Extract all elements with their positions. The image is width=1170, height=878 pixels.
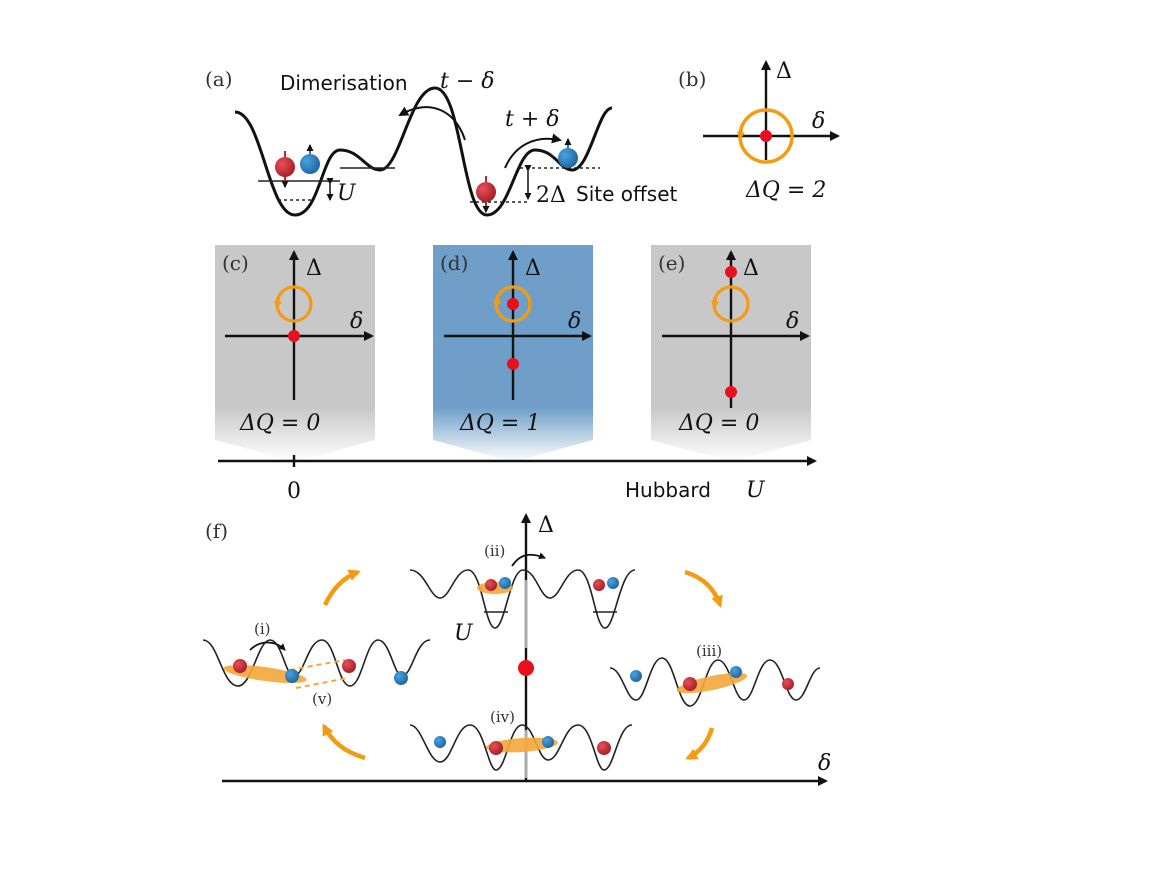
axis-horizontal-c: δ [350, 309, 363, 334]
potential-i [202, 639, 431, 687]
particle-spin-up [300, 144, 320, 174]
U-label-f: U [454, 621, 474, 646]
axis-horizontal-f: δ [818, 751, 831, 776]
pump-loop-arrow-c [274, 296, 283, 309]
particle-spin-up [730, 666, 742, 678]
degeneracy-point-f [518, 660, 534, 676]
particle-spin-up [558, 138, 578, 168]
dimerisation-label: Dimerisation [280, 71, 408, 95]
lattice-i: (i) (v) [202, 620, 431, 708]
particle-spin-down [485, 579, 497, 591]
panel-label-d: (d) [440, 251, 468, 275]
particle-spin-down [782, 678, 794, 690]
particle-spin-down [233, 659, 247, 673]
panel-label-c: (c) [222, 251, 249, 275]
step-iii-label: (iii) [696, 642, 722, 660]
hubbard-axis: 0 Hubbard U [218, 455, 817, 504]
degeneracy-point-d-upper [507, 298, 519, 310]
bond-iv [486, 737, 558, 753]
step-v-label: (v) [312, 690, 332, 708]
pump-loop-arrow-d [493, 296, 502, 309]
charge-e: ΔQ = 0 [678, 411, 759, 436]
U-label: U [337, 181, 357, 206]
degeneracy-point-e-upper [725, 266, 737, 278]
panel-d: (d) Δ δ ΔQ = 1 [433, 245, 593, 462]
degeneracy-point-e-lower [725, 386, 737, 398]
particle-spin-down [476, 176, 496, 213]
particle-spin-down [593, 579, 605, 591]
particle-spin-up [542, 736, 554, 748]
particle-spin-up [607, 577, 619, 589]
step-ii-label: (ii) [484, 542, 505, 560]
lattice-iii: (iii) [609, 642, 821, 707]
degeneracy-point-b [760, 130, 772, 142]
particle-spin-down [342, 659, 356, 673]
degeneracy-point-d-lower [507, 358, 519, 370]
panel-a: (a) Dimerisation t − δ t + δ U 2Δ Site o… [205, 67, 677, 217]
pump-loop-arrow-b [737, 125, 745, 140]
particle-spin-up [394, 671, 408, 685]
hubbard-axis-label: Hubbard [625, 478, 711, 502]
lattice-iv: (iv) [409, 708, 633, 771]
hop-strong-arrow [504, 133, 562, 169]
step-i-label: (i) [254, 620, 271, 638]
hubbard-zero-label: 0 [287, 479, 301, 504]
charge-c: ΔQ = 0 [239, 411, 320, 436]
hop-strong-label: t + δ [505, 107, 560, 132]
cycle-arrow-top-right [684, 569, 723, 608]
panel-label-f: (f) [205, 519, 228, 543]
panel-label-e: (e) [658, 251, 685, 275]
potential-iv [409, 724, 633, 771]
double-well-potential [234, 86, 613, 217]
axis-horizontal-d: δ [568, 309, 581, 334]
axis-vertical-c: Δ [306, 256, 322, 281]
step-iv-label: (iv) [490, 708, 515, 726]
particle-spin-up [630, 670, 642, 682]
cycle-arrow-bottom-right [685, 727, 715, 761]
axis-horizontal-e: δ [786, 309, 799, 334]
hop-arrow-ii [511, 552, 546, 567]
pump-loop-arrow-e [711, 296, 720, 309]
particle-spin-up [434, 736, 446, 748]
particle-spin-up [285, 669, 299, 683]
particle-spin-down [489, 741, 503, 755]
potential-ii [409, 569, 636, 629]
particle-spin-up [499, 577, 511, 589]
cycle-arrow-top-left [322, 569, 361, 606]
cycle-arrow-bottom-left [321, 723, 366, 761]
particle-spin-down [597, 741, 611, 755]
panel-f: (f) δ Δ (ii) U [202, 513, 831, 786]
hop-weak-label: t − δ [440, 69, 495, 94]
hop-weak-arrow [398, 106, 466, 141]
panel-c: (c) Δ δ ΔQ = 0 [215, 245, 375, 462]
degeneracy-point-c [288, 330, 300, 342]
offset-label: 2Δ [536, 183, 566, 208]
bond-i-dashed-upper [289, 659, 346, 671]
panel-e: (e) Δ δ ΔQ = 0 [651, 245, 811, 462]
charge-d: ΔQ = 1 [459, 411, 540, 436]
axis-vertical-e: Δ [743, 256, 759, 281]
panel-b: (b) Δ δ ΔQ = 2 [678, 59, 840, 203]
particle-spin-down [275, 151, 295, 188]
axis-vertical-b: Δ [776, 59, 792, 84]
lattice-ii: (ii) U [409, 542, 636, 646]
particle-spin-down [683, 677, 697, 691]
panel-label-b: (b) [678, 67, 706, 91]
axis-vertical-f: Δ [538, 513, 554, 538]
site-offset-label: Site offset [576, 182, 677, 206]
hop-arrow-i [249, 641, 286, 651]
axis-vertical-d: Δ [525, 256, 541, 281]
axis-horizontal-b: δ [812, 109, 825, 134]
charge-b: ΔQ = 2 [745, 178, 826, 203]
hubbard-axis-symbol: U [746, 478, 766, 503]
panel-label-a: (a) [205, 67, 233, 91]
